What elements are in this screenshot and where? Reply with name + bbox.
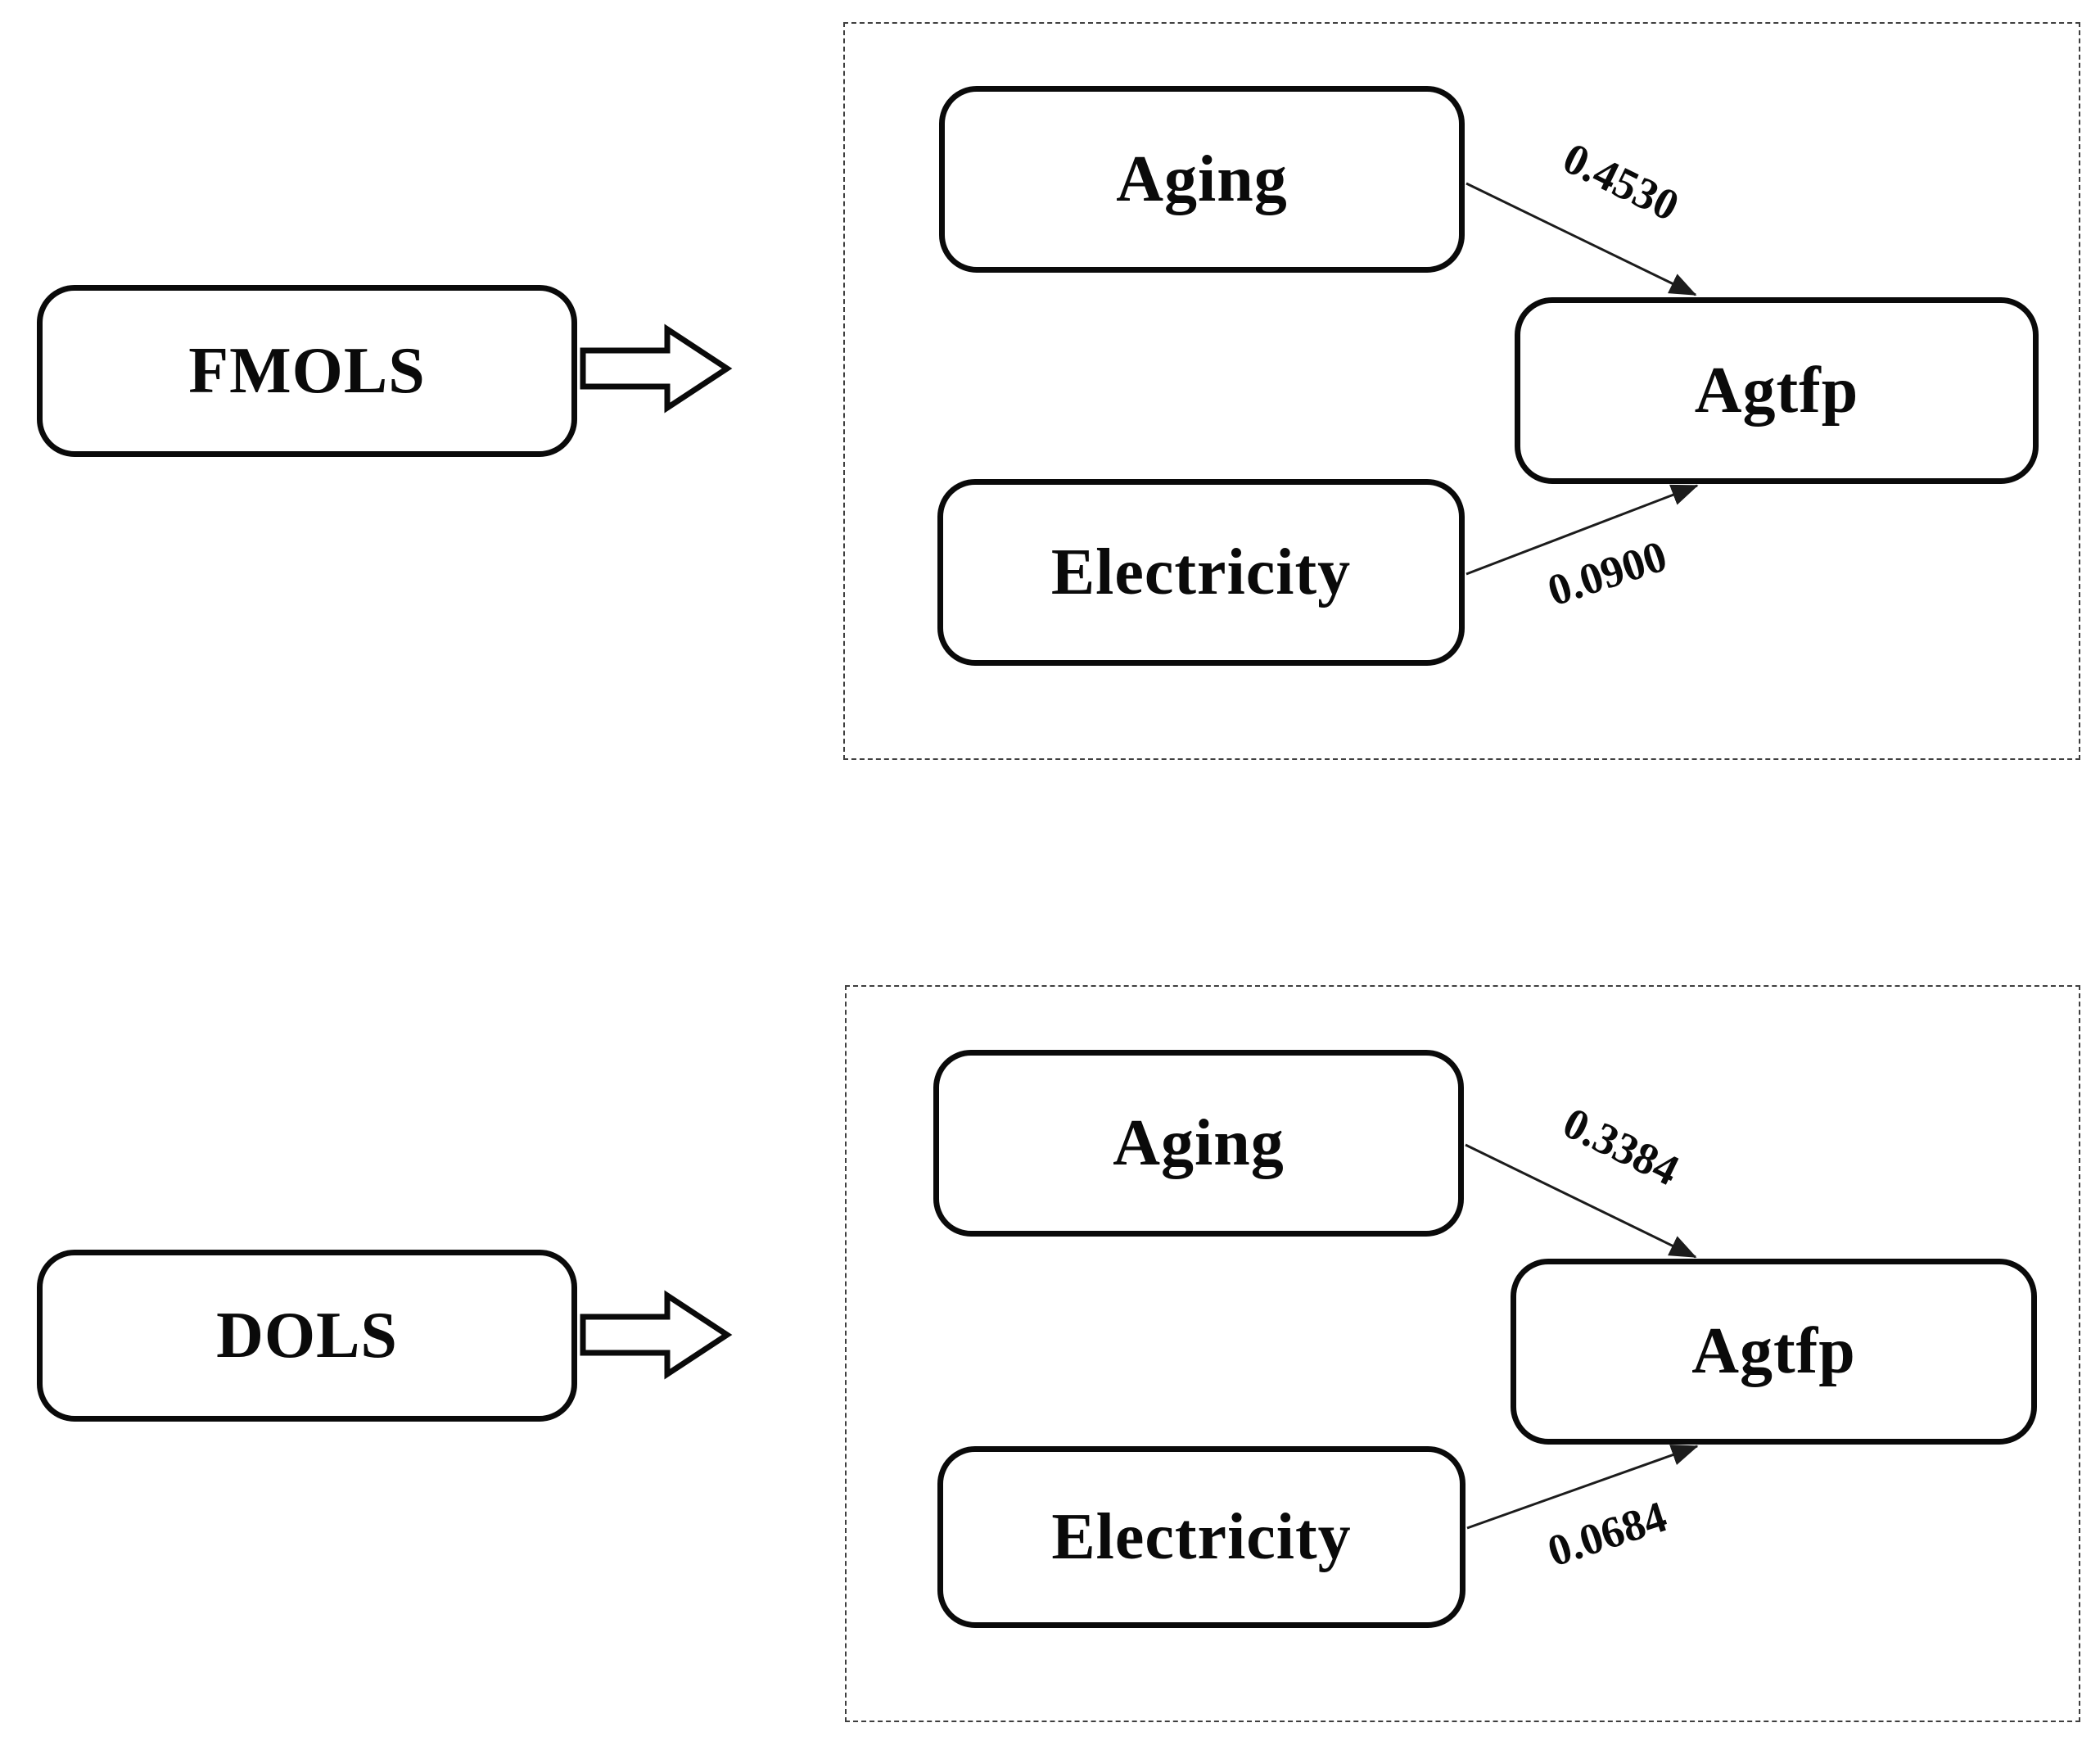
fmols-aging-box: Aging [939,86,1465,273]
fmols-dashed-frame [843,22,2080,760]
dols-agtfp-label: Agtfp [1691,1315,1856,1387]
dols-aging-label: Aging [1113,1106,1285,1179]
fmols-block-arrow-icon [580,323,733,414]
dols-agtfp-box: Agtfp [1511,1259,2037,1445]
fmols-electricity-label: Electricity [1050,536,1352,608]
dols-dashed-frame [845,985,2080,1722]
fmols-method-box: FMOLS [37,285,577,457]
fmols-agtfp-label: Agtfp [1694,354,1859,427]
dols-method-label: DOLS [216,1299,398,1372]
dols-aging-box: Aging [933,1050,1464,1237]
fmols-electricity-box: Electricity [937,479,1465,666]
dols-method-box: DOLS [37,1250,577,1422]
dols-electricity-label: Electricity [1051,1500,1352,1573]
fmols-agtfp-box: Agtfp [1515,297,2039,484]
fmols-aging-label: Aging [1116,142,1288,215]
fmols-method-label: FMOLS [188,334,426,407]
dols-electricity-box: Electricity [937,1446,1465,1628]
dols-block-arrow-icon [580,1290,733,1380]
